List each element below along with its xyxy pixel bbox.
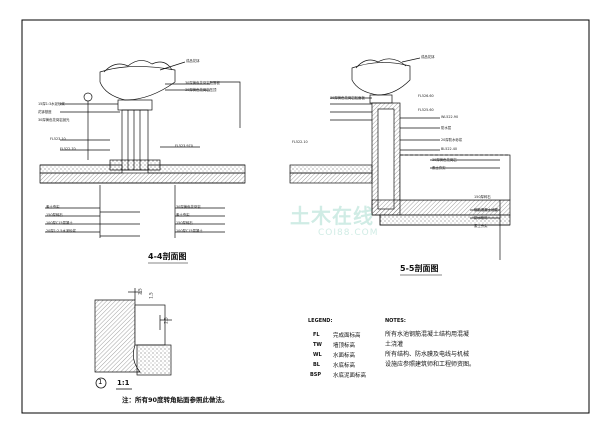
- legend-code: BSP: [310, 372, 322, 378]
- annotation: 20厚1:2.5水泥砂浆: [46, 229, 76, 233]
- annotation: 防水卷材: [474, 216, 488, 220]
- annotation: 150厚碎石: [474, 195, 491, 199]
- annotation: FL523.10: [50, 137, 66, 141]
- notes-line: 所有水池钢筋混凝土结构用混凝: [385, 331, 470, 338]
- annotation: BL522.40: [441, 147, 458, 151]
- notes-line: 设施应参照建筑师和工程师资图。: [385, 361, 476, 368]
- section-5-5-drawing: [289, 57, 511, 260]
- annotation: 20厚防水砂浆: [441, 138, 463, 142]
- annotation: 成品花钵: [186, 59, 200, 63]
- annotation: 150厚碎石: [46, 213, 63, 217]
- section-4-4-title: 4-4剖面图: [148, 252, 187, 261]
- annotation: FL523.970: [175, 144, 193, 148]
- annotation: 150厚碎石: [176, 221, 193, 225]
- annotation: 30厚黄色花岗岩贴面板: [330, 96, 365, 100]
- detail-note: 注：所有90度转角贴面参照此做法。: [122, 396, 229, 404]
- watermark-text: 土木在线: [290, 204, 374, 228]
- annotation: 30厚黄色花岗岩: [176, 205, 201, 209]
- legend-desc: 墙顶标高: [333, 343, 356, 349]
- legend-code: BL: [313, 362, 320, 368]
- annotation: 30厚黄色花岗岩: [432, 158, 457, 162]
- annotation: 素土夯实: [474, 224, 488, 228]
- annotation: 钢筋混凝土池壁: [474, 208, 498, 212]
- annotation: 30厚黄色花岗岩压顶: [185, 88, 217, 92]
- legend-desc: 完成面标高: [333, 333, 361, 339]
- annotation: 100厚C15混凝土: [46, 221, 73, 225]
- annotation: FL526.60: [418, 94, 434, 98]
- annotation: FL522.10: [292, 140, 308, 144]
- detail-1-drawing: [94, 288, 172, 376]
- annotation: FL522.70: [60, 147, 76, 151]
- section-5-5-title: 5-5剖面图: [400, 264, 439, 273]
- legend-code: FL: [313, 332, 320, 338]
- annotation: WL522.90: [441, 115, 459, 119]
- annotation: 素土夯实: [176, 213, 190, 217]
- notes-line: 土浇灌: [385, 341, 404, 348]
- detail-marker-circle: [95, 377, 107, 389]
- legend-code: WL: [313, 352, 322, 358]
- legend-code: TW: [313, 342, 322, 348]
- annotation: FL525.60: [418, 108, 434, 112]
- annotation: 30厚黄色花岗岩贴面板: [185, 81, 220, 85]
- dim-label: 2.5: [163, 317, 169, 324]
- sheet-border: [21, 19, 590, 414]
- legend-desc: 水底标高: [333, 363, 356, 369]
- annotation: 花钵基座: [38, 110, 52, 114]
- legend-desc: 水面标高: [333, 353, 356, 359]
- annotation: 素土夯实: [432, 166, 446, 170]
- dim-label: 1.5: [148, 292, 154, 299]
- detail-scale: 1:1: [117, 379, 130, 387]
- annotation: 30厚黄色花岗岩抛光: [38, 118, 70, 122]
- annotation: 防水层: [441, 126, 452, 130]
- notes-line: 所有结构、防水膜及电线与机械: [385, 351, 470, 358]
- watermark-subtext: COI88.COM: [318, 228, 379, 238]
- annotation: 15厚1:3水泥砂浆: [38, 102, 65, 106]
- annotation: 成品花钵: [421, 55, 435, 59]
- dim-label: 2.5: [137, 288, 143, 295]
- detail-number: 1: [98, 378, 103, 386]
- legend-desc: 水底泥面标高: [333, 373, 367, 379]
- annotation: 素土夯实: [46, 205, 60, 209]
- notes-title: NOTES:: [385, 318, 406, 324]
- annotation: 100厚C15混凝土: [176, 229, 203, 233]
- section-4-4-drawing: [39, 60, 246, 238]
- legend-title: LEGEND:: [308, 318, 333, 324]
